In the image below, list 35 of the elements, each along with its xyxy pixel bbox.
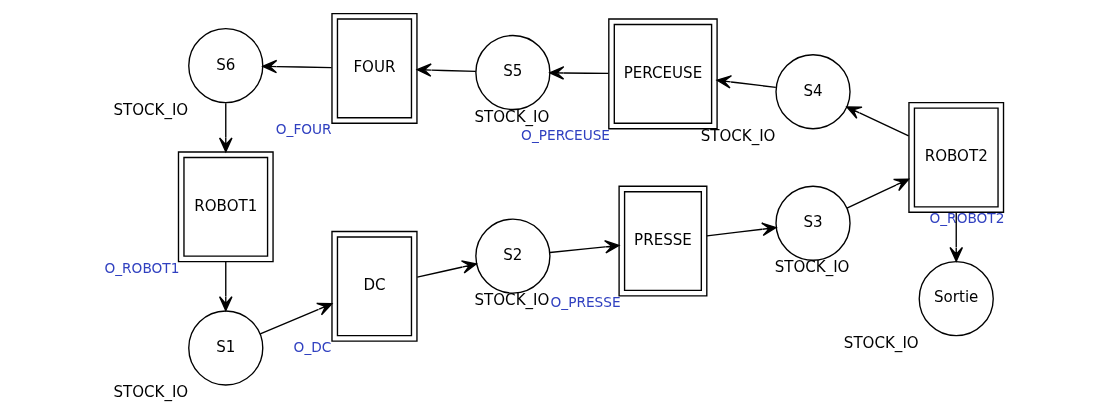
arrow [416, 260, 477, 278]
arrow [548, 66, 609, 80]
node-label: O_ROBOT1 [103, 259, 179, 276]
node-box: ROBOT1 [177, 151, 274, 263]
node-box: ROBOT2 [907, 101, 1004, 213]
node-label: STOCK_IO [843, 333, 919, 352]
node-circle: S3 [774, 185, 851, 261]
node-circle: S4 [774, 54, 851, 130]
node-circle: S2 [474, 218, 551, 294]
node-label: STOCK_IO [112, 100, 188, 119]
arrow [845, 106, 909, 137]
node-circle: S1 [187, 310, 263, 386]
node-label: O_FOUR [275, 121, 332, 138]
node-label: STOCK_IO [112, 383, 188, 402]
arrow [715, 75, 776, 89]
node-circle: S6 [187, 27, 263, 104]
node-label: O_DC [293, 339, 331, 356]
arrow [845, 178, 909, 209]
arrow [705, 222, 777, 237]
arrow [261, 59, 332, 74]
node-label: STOCK_IO [774, 258, 849, 277]
arrow [218, 102, 233, 153]
node-label: O_PERCEUSE [520, 126, 610, 143]
node-circle: Sortie [918, 260, 994, 337]
node-box: DC [330, 230, 418, 342]
arrow [218, 261, 233, 312]
node-circle: S5 [474, 34, 551, 111]
node-box: PRESSE [617, 185, 707, 297]
arrow [416, 63, 476, 77]
node-box: PERCEUSE [607, 18, 718, 130]
node-box: FOUR [330, 12, 418, 124]
node-label: STOCK_IO [474, 291, 549, 310]
arrow [948, 211, 963, 262]
arrow [548, 240, 620, 254]
arrow [259, 302, 332, 335]
